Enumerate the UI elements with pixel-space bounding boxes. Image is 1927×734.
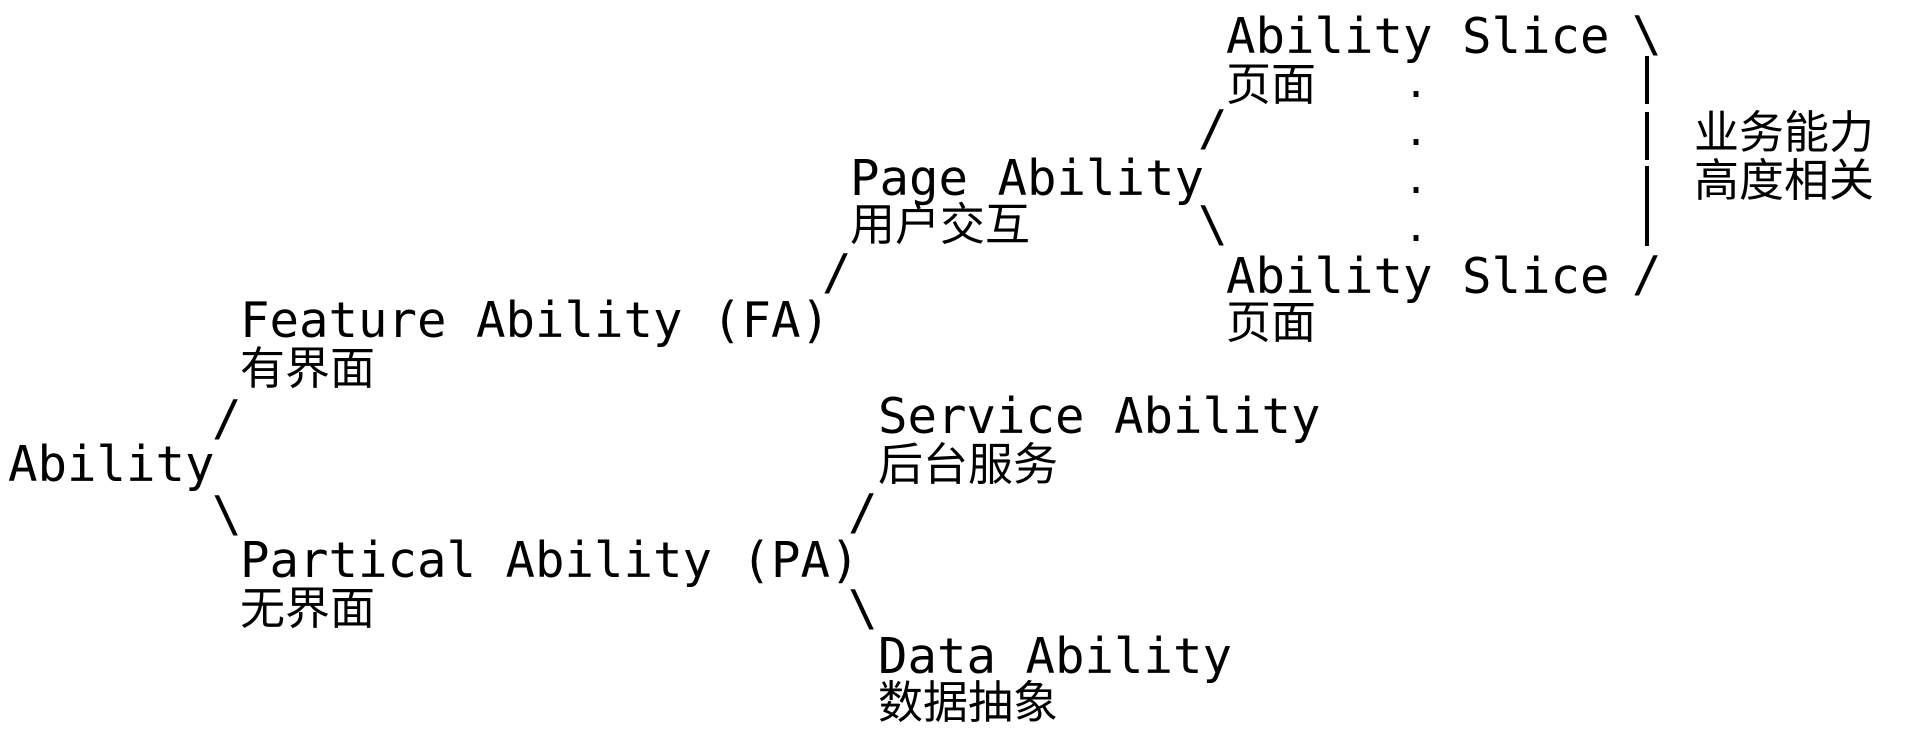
- root-ability-label: Ability: [8, 436, 215, 493]
- ellipsis-dot: .: [1404, 109, 1429, 155]
- ability-slice-2-subtitle: 页面: [1226, 296, 1317, 349]
- ellipsis-dot: .: [1404, 205, 1429, 251]
- connector-root-to-pa: \: [212, 486, 242, 543]
- bracket-bar: [1645, 112, 1649, 160]
- partical-ability-subtitle: 无界面: [240, 582, 376, 635]
- feature-ability-subtitle: 有界面: [240, 342, 376, 395]
- service-ability-title: Service Ability: [878, 388, 1321, 445]
- bracket-bar: [1645, 56, 1649, 104]
- bracket-bar: [1645, 206, 1649, 246]
- connector-fa-to-page: /: [822, 244, 852, 301]
- feature-ability-title: Feature Ability (FA): [240, 292, 831, 349]
- connector-page-to-slice-2: \: [1198, 196, 1228, 253]
- note-line-1: 业务能力: [1694, 106, 1875, 159]
- bracket-top: \: [1632, 6, 1662, 63]
- connector-pa-to-service: /: [848, 484, 878, 541]
- data-ability-subtitle: 数据抽象: [878, 676, 1059, 729]
- page-ability-subtitle: 用户交互: [850, 198, 1031, 251]
- ellipsis-dot: .: [1404, 61, 1429, 107]
- ellipsis-dot: .: [1404, 157, 1429, 203]
- bracket-bottom: /: [1632, 246, 1662, 303]
- page-ability-title: Page Ability: [850, 150, 1205, 207]
- bracket-bar: [1645, 166, 1649, 214]
- ability-slice-1-subtitle: 页面: [1226, 58, 1317, 111]
- ability-slice-2-title: Ability Slice: [1226, 248, 1610, 305]
- ability-slice-1-title: Ability Slice: [1226, 8, 1610, 65]
- data-ability-title: Data Ability: [878, 628, 1233, 685]
- connector-root-to-fa: /: [212, 390, 242, 447]
- note-line-2: 高度相关: [1694, 154, 1875, 207]
- connector-pa-to-data: \: [848, 580, 878, 637]
- connector-page-to-slice-1: /: [1198, 100, 1228, 157]
- service-ability-subtitle: 后台服务: [878, 438, 1059, 491]
- partical-ability-title: Partical Ability (PA): [240, 532, 860, 589]
